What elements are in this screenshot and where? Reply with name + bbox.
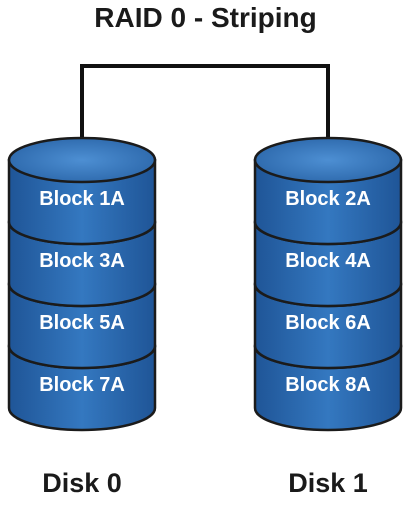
disk-1-label: Disk 1 xyxy=(288,468,368,498)
disk-1-block-label: Block 4A xyxy=(285,250,371,272)
disk-0-segment xyxy=(7,344,157,432)
diagram-title: RAID 0 - Striping xyxy=(94,2,317,33)
disk-1-block-label: Block 6A xyxy=(285,312,371,334)
disk-1-block-label: Block 2A xyxy=(285,188,371,210)
disk-1-block-label: Block 8A xyxy=(285,374,371,396)
disk-0-segment xyxy=(7,220,157,308)
disk-0-label: Disk 0 xyxy=(42,468,122,498)
disk-0-top-cap xyxy=(7,136,157,184)
disk-0-segment xyxy=(7,158,157,246)
disk-0-block-label: Block 7A xyxy=(39,374,125,396)
disk-1-segment xyxy=(253,282,403,370)
disk-1-segment xyxy=(253,158,403,246)
connector-line xyxy=(80,64,330,142)
disk-0-segment xyxy=(7,282,157,370)
disk-1-cylinder: Block 8A Block 6A Block 4A Block 2A xyxy=(253,136,403,432)
disk-0-cylinder: Block 7A Block 5A Block 3A Block 1A xyxy=(7,136,157,432)
disk-0-block-label: Block 5A xyxy=(39,312,125,334)
disk-0-block-label: Block 1A xyxy=(39,188,125,210)
disk-0-block-label: Block 3A xyxy=(39,250,125,272)
disk-1-segment xyxy=(253,220,403,308)
disk-1-segment xyxy=(253,344,403,432)
disk-1-top-cap xyxy=(253,136,403,184)
